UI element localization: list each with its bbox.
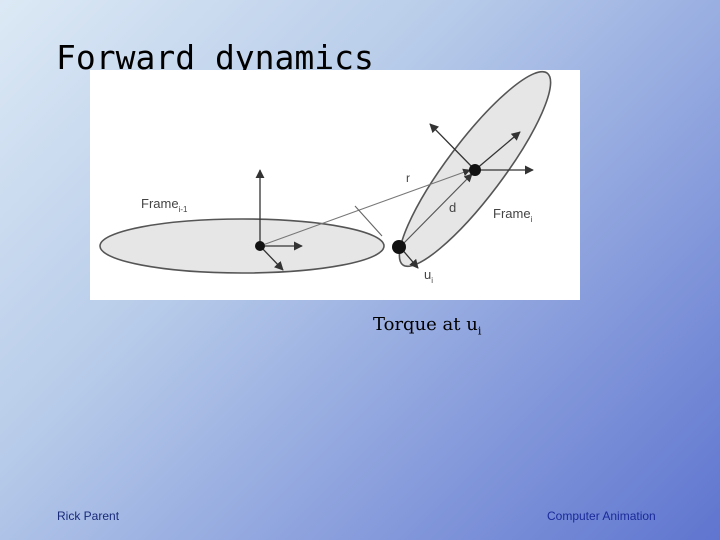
frame-prev-axis-down (259, 245, 284, 271)
footer-course: Computer Animation (547, 509, 656, 523)
com-vector (259, 168, 471, 247)
r-label: r (406, 171, 410, 185)
frame-i-axis-upright (474, 131, 521, 171)
link-prev-ellipse (99, 218, 385, 274)
frame-i-origin (469, 164, 481, 176)
u-label: ui (424, 267, 433, 285)
joint-point (392, 240, 406, 254)
d-label: d (449, 200, 456, 215)
torque-caption: Torque at ui (373, 314, 482, 338)
footer-author: Rick Parent (57, 509, 120, 523)
diagram-svg: Framei-1 Framei r d ui (99, 70, 552, 285)
frame-i-axis-left (429, 123, 476, 171)
frame-prev-label: Framei-1 (141, 196, 188, 214)
frame-i-label: Framei (493, 206, 533, 224)
forward-dynamics-diagram: Framei-1 Framei r d ui (90, 70, 580, 300)
connector-line (354, 205, 383, 237)
frame-prev-origin (255, 241, 265, 251)
r-vector (399, 173, 473, 248)
